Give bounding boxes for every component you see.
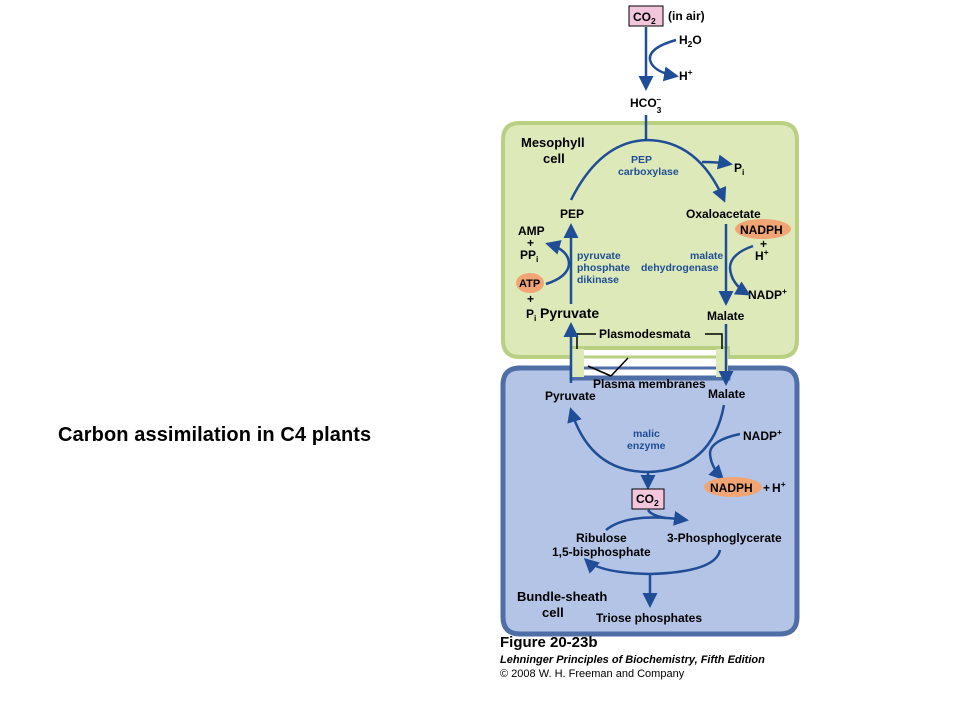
h2o-label: H2O: [679, 33, 702, 49]
atp-highlight: [516, 273, 544, 293]
hco3-label: HCO3–: [630, 94, 662, 115]
pga-label: 3-Phosphoglycerate: [667, 531, 782, 545]
air-co2-box: [628, 5, 664, 27]
plasma-membranes-label: Plasma membranes: [593, 377, 706, 391]
ppi-label: PPi: [520, 248, 538, 264]
pi-label-top: Pi: [734, 161, 744, 177]
pep-carboxylase-label-2: carboxylase: [618, 166, 679, 178]
plus-sign-atp: +: [527, 292, 534, 306]
nadph-to-nadp-arrow: [728, 244, 754, 296]
plus-h-label-bs: +H+: [763, 479, 786, 495]
h-plus-label: H+: [679, 67, 693, 83]
oxaloacetate-label: Oxaloacetate: [686, 207, 761, 221]
atp-to-amp-arrow: [545, 240, 571, 286]
pep-label: PEP: [560, 207, 584, 221]
nadp-to-nadph-arrow: [708, 432, 741, 481]
nadph-label-bs: NADPH: [710, 481, 753, 495]
rubisco-arc: [605, 510, 689, 531]
co2-label: CO2: [636, 492, 659, 508]
malic-label-2: enzyme: [627, 440, 666, 452]
nadph-highlight-bs: [704, 477, 762, 497]
pyruvate-label-bs: Pyruvate: [545, 389, 596, 403]
malate-label-bs: Malate: [708, 387, 746, 401]
slide-title: Carbon assimilation in C4 plants: [58, 424, 372, 446]
plus-sign-amp: +: [527, 236, 534, 250]
pep-carboxylase-label-1: PEP: [631, 154, 652, 166]
nadp-label-meso: NADP+: [748, 286, 787, 302]
nadp-label-bs: NADP+: [743, 427, 782, 443]
ppdk-label-1: pyruvate: [577, 250, 621, 262]
mdh-label-1: malate: [690, 250, 723, 262]
book-title: Lehninger Principles of Biochemistry, Fi…: [500, 654, 765, 666]
figure-caption: Figure 20-23b Lehninger Principles of Bi…: [500, 634, 765, 680]
nadph-highlight-meso: [735, 219, 791, 239]
rubp-label-2: 1,5-bisphosphate: [552, 545, 651, 559]
pyruvate-label-meso: Pyruvate: [540, 305, 599, 321]
ppdk-label-2: phosphate: [577, 262, 630, 274]
malic-label-1: malic: [633, 428, 660, 440]
pi-label-bottom: Pi: [526, 307, 536, 323]
plasmodesmata-label: Plasmodesmata: [599, 327, 691, 341]
atp-label: ATP: [519, 278, 540, 290]
mdh-label-2: dehydrogenase: [641, 262, 719, 274]
bundle-sheath-label-2: cell: [542, 605, 564, 620]
copyright-line: © 2008 W. H. Freeman and Company: [500, 668, 685, 680]
mesophyll-label-1: Mesophyll: [521, 135, 585, 150]
nadph-label-meso: NADPH: [740, 223, 783, 237]
mesophyll-label-2: cell: [543, 151, 565, 166]
rubp-label-1: Ribulose: [576, 531, 627, 545]
h2o-to-h-arrow: [648, 38, 679, 82]
amp-label: AMP: [518, 224, 545, 238]
regeneration-arc: [583, 549, 722, 576]
plus-sign-meso: +: [760, 237, 767, 251]
malate-label-meso: Malate: [707, 309, 745, 323]
triose-label: Triose phosphates: [596, 611, 702, 625]
pep-carboxylase-arc: [569, 138, 727, 203]
air-co2-label: CO2: [633, 10, 656, 26]
figure-number: Figure 20-23b: [500, 634, 598, 651]
pi-release-arrow: [701, 154, 733, 170]
co2-box: [631, 488, 665, 510]
in-air-label: (in air): [668, 9, 705, 23]
ppdk-label-3: dikinase: [577, 274, 619, 286]
membrane-pointer: [587, 357, 629, 377]
h-plus-label-meso: H+: [755, 247, 769, 263]
plasmodesma-channel-left: [572, 349, 584, 377]
bundle-sheath-label-1: Bundle-sheath: [517, 589, 607, 604]
